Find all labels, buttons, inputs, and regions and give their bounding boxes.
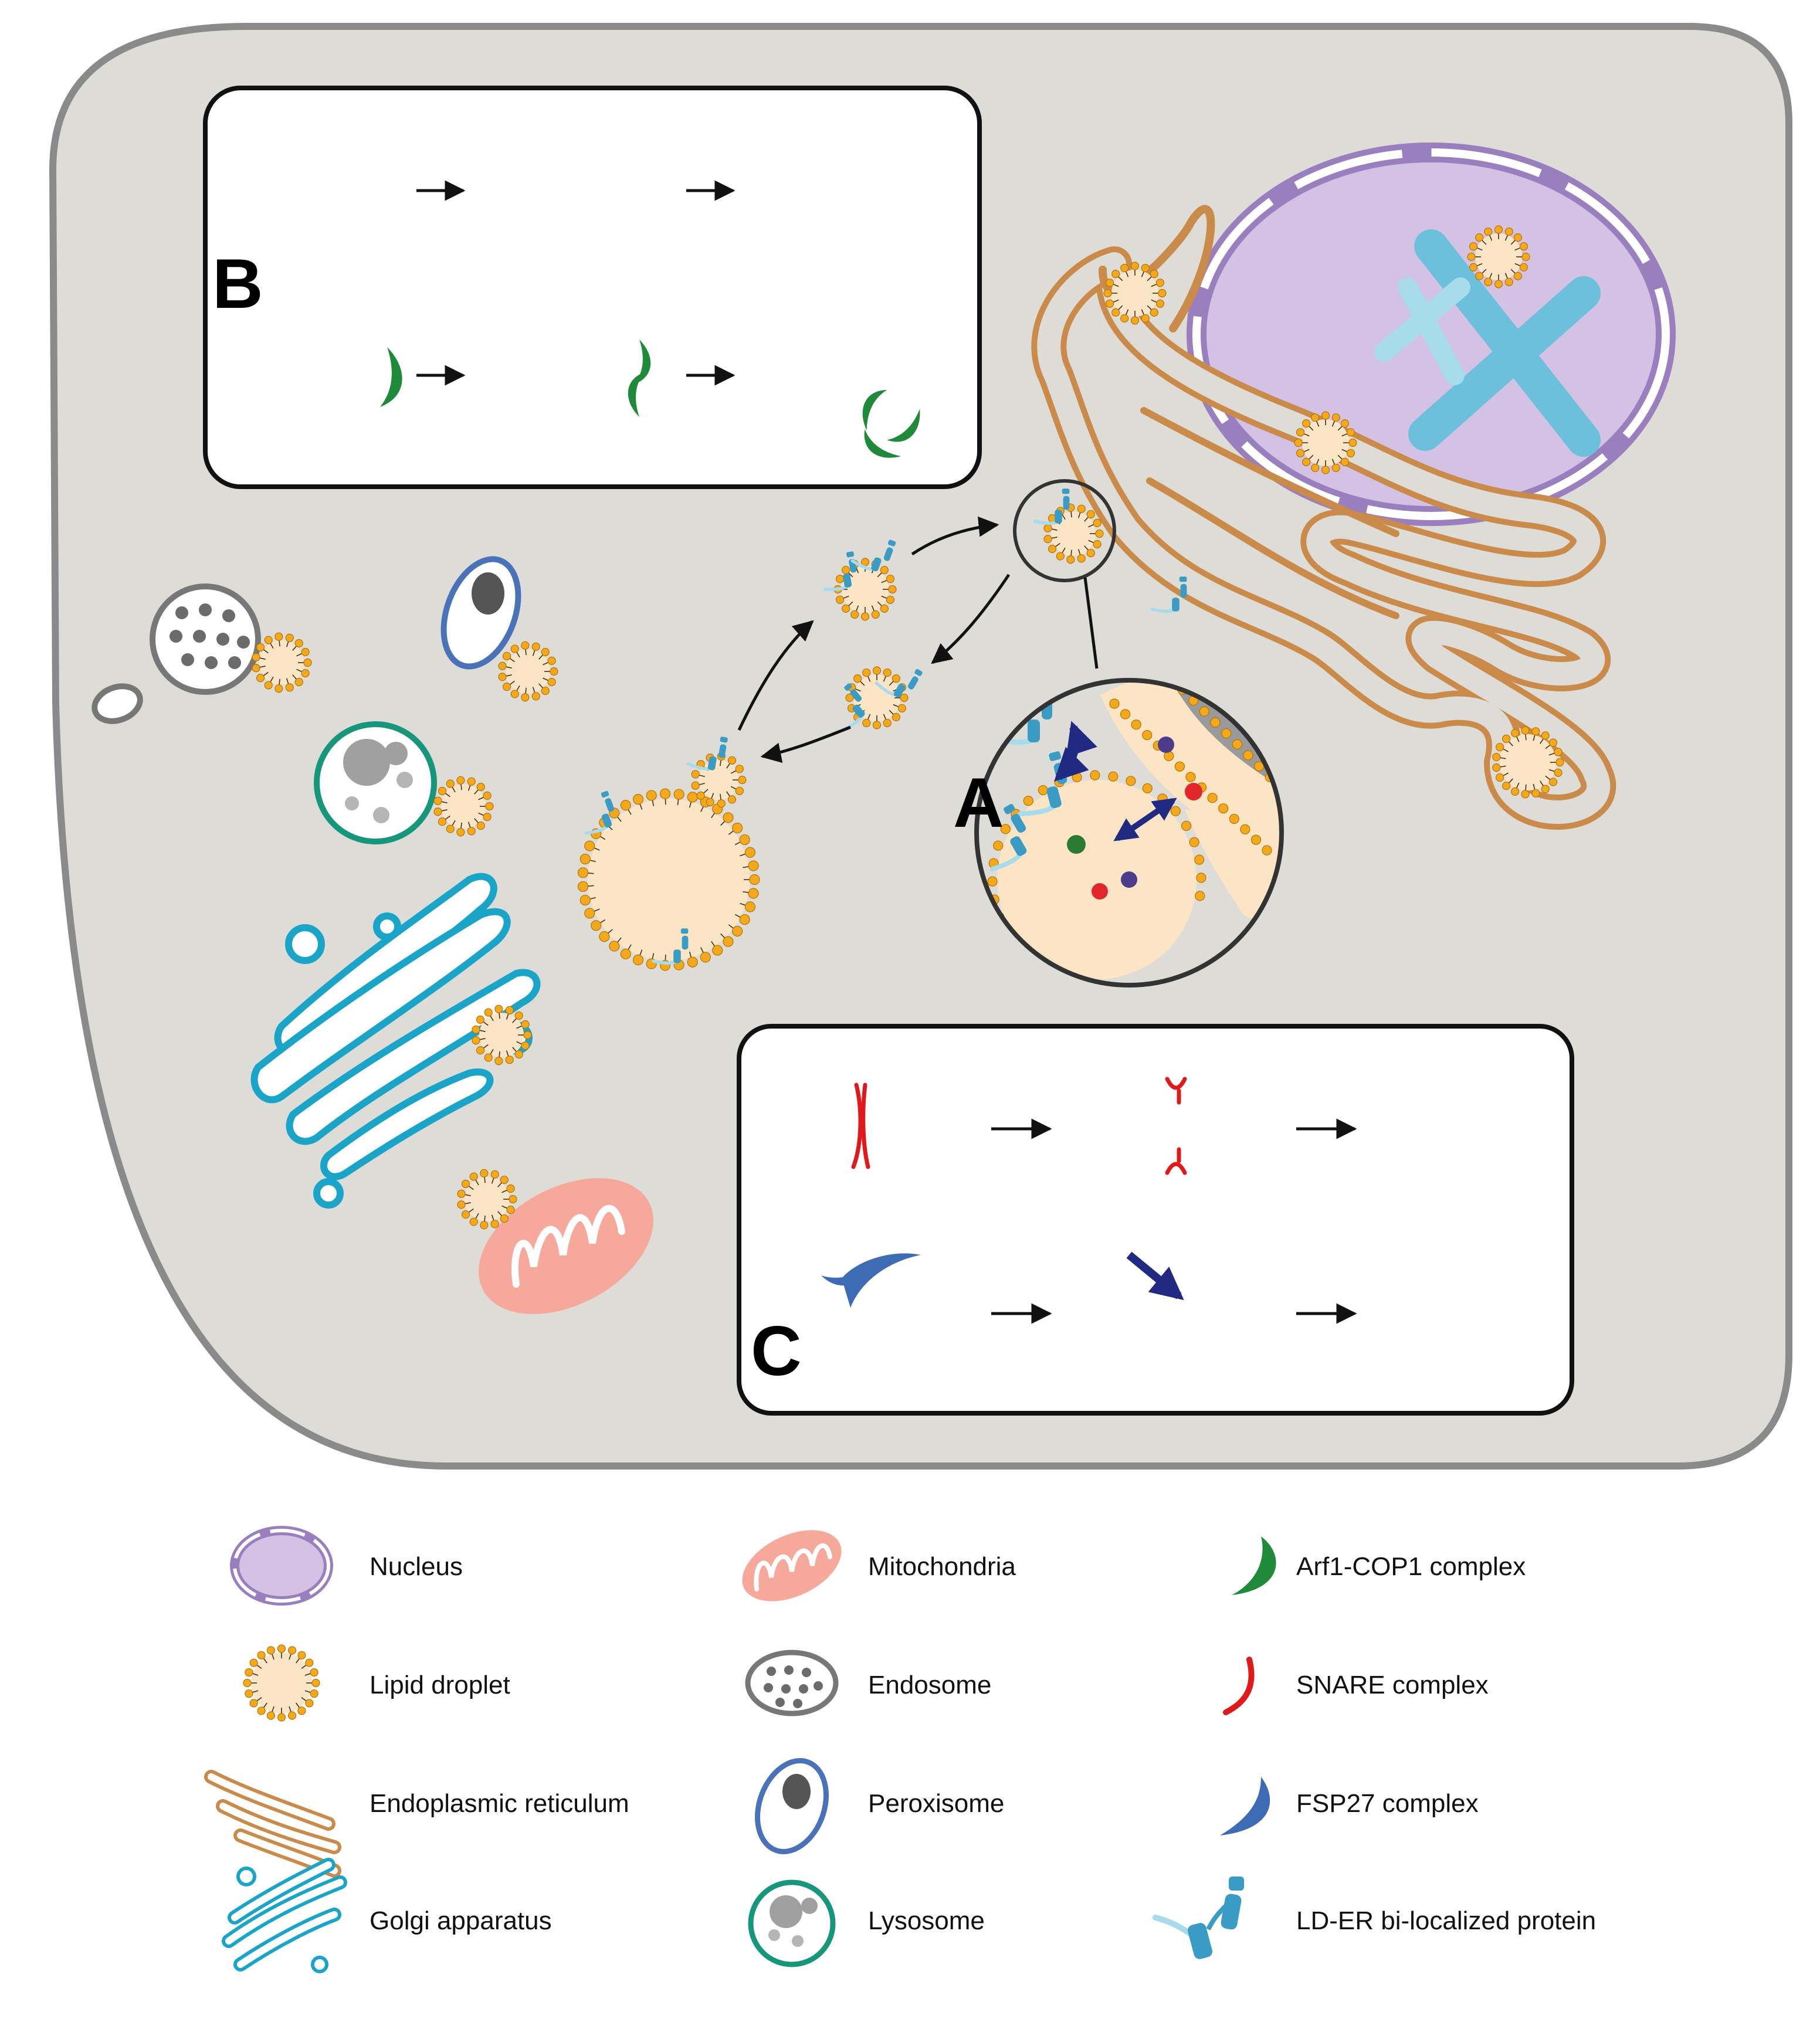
legend: Nucleus Lipid droplet Endoplasmic reticu… [204,1526,1596,1973]
protein-complexes [380,340,1187,1308]
svg-text:SNARE complex: SNARE complex [1296,1671,1489,1699]
lipid-droplet [845,666,909,729]
ld-er-protein-icon [850,539,896,572]
zoom-connector [1013,479,1116,669]
transport-arrows [737,516,1011,763]
legend-item-golgi: Golgi apparatus [222,1858,552,1973]
ld-er-protein-icon [1033,488,1070,525]
svg-text:Endoplasmic reticulum: Endoplasmic reticulum [370,1789,629,1818]
svg-text:Nucleus: Nucleus [370,1552,463,1581]
ld-er-protein-icon [652,928,689,965]
panel-c-label: C [751,1312,802,1390]
svg-text:Peroxisome: Peroxisome [868,1789,1004,1818]
svg-text:FSP27 complex: FSP27 complex [1296,1789,1479,1818]
lipid-droplet [1103,262,1167,325]
legend-item-endosome: Endosome [745,1650,991,1716]
lipid-droplet [498,641,558,702]
legend-item-ld-er-protein: LD-ER bi-localized protein [1153,1877,1596,1959]
lipid-droplet [457,1169,517,1230]
svg-text:Mitochondria: Mitochondria [868,1552,1016,1581]
ld-er-protein-icon [989,803,1027,872]
legend-item-nucleus: Nucleus [230,1526,463,1606]
snare-complex [851,1083,863,1169]
legend-item-fsp27: FSP27 complex [1220,1777,1479,1835]
lipid-droplet [252,632,312,693]
legend-item-mitochondria: Mitochondria [742,1530,1016,1601]
fsp27-complex [821,1261,874,1286]
ld-er-protein-icon [875,669,923,698]
lipid-droplet [1492,726,1564,799]
arf1-cop1-complex [864,429,901,458]
lipid-transfer-arrow [1126,1251,1184,1301]
panel-a-zoom: A [953,678,1284,988]
lipid-droplet [472,1005,532,1066]
peroxisome [440,556,521,670]
arf1-cop1-complex [380,347,402,407]
lipid-droplet [1467,225,1530,289]
panel-c: C [737,1024,1574,1416]
lipid-droplet [433,776,494,837]
golgi-apparatus [250,873,541,1209]
ld-er-protein-icon [584,790,615,835]
ld-er-protein-icon [823,551,857,591]
arf1-cop1-complex [634,340,651,385]
arf1-cop1-complex [862,390,887,430]
lipid-droplet [1294,411,1357,474]
svg-text:Golgi apparatus: Golgi apparatus [370,1906,552,1935]
svg-text:Endosome: Endosome [868,1671,991,1699]
snare-complex [861,1083,870,1169]
legend-item-arf1-cop1: Arf1-COP1 complex [1232,1536,1526,1595]
lipid-droplet [1043,503,1104,564]
legend-item-lipid-droplet: Lipid droplet [243,1644,510,1722]
legend-item-peroxisome: Peroxisome [755,1758,1004,1854]
panel-b-label: B [212,245,263,323]
panel-a-label: A [953,764,1004,842]
arf1-cop1-complex [628,372,645,417]
svg-text:Arf1-COP1 complex: Arf1-COP1 complex [1296,1552,1526,1581]
panel-b: B [203,86,982,489]
lipid-droplet-icon [243,1644,320,1722]
legend-item-er: Endoplasmic reticulum [204,1770,629,1878]
endosome [91,583,261,724]
svg-text:Lysosome: Lysosome [868,1906,985,1935]
svg-text:LD-ER bi-localized protein: LD-ER bi-localized protein [1296,1906,1596,1935]
chromosome-icon [1374,229,1601,457]
nucleus [1187,142,1676,526]
snare-complex [1165,1162,1187,1175]
legend-item-lysosome: Lysosome [748,1879,985,1967]
fsp27-complex [842,1253,921,1308]
zoom-outline [974,678,1284,988]
ld-er-protein-icon [1150,576,1187,613]
mitochondrion [479,1178,653,1314]
arf1-cop1-complex [887,409,920,442]
svg-text:Lipid droplet: Lipid droplet [370,1671,510,1699]
ld-er-protein-icon [686,737,728,771]
legend-item-snare: SNARE complex [1223,1657,1489,1715]
lysosome [314,721,437,844]
snare-complex [1165,1077,1187,1090]
